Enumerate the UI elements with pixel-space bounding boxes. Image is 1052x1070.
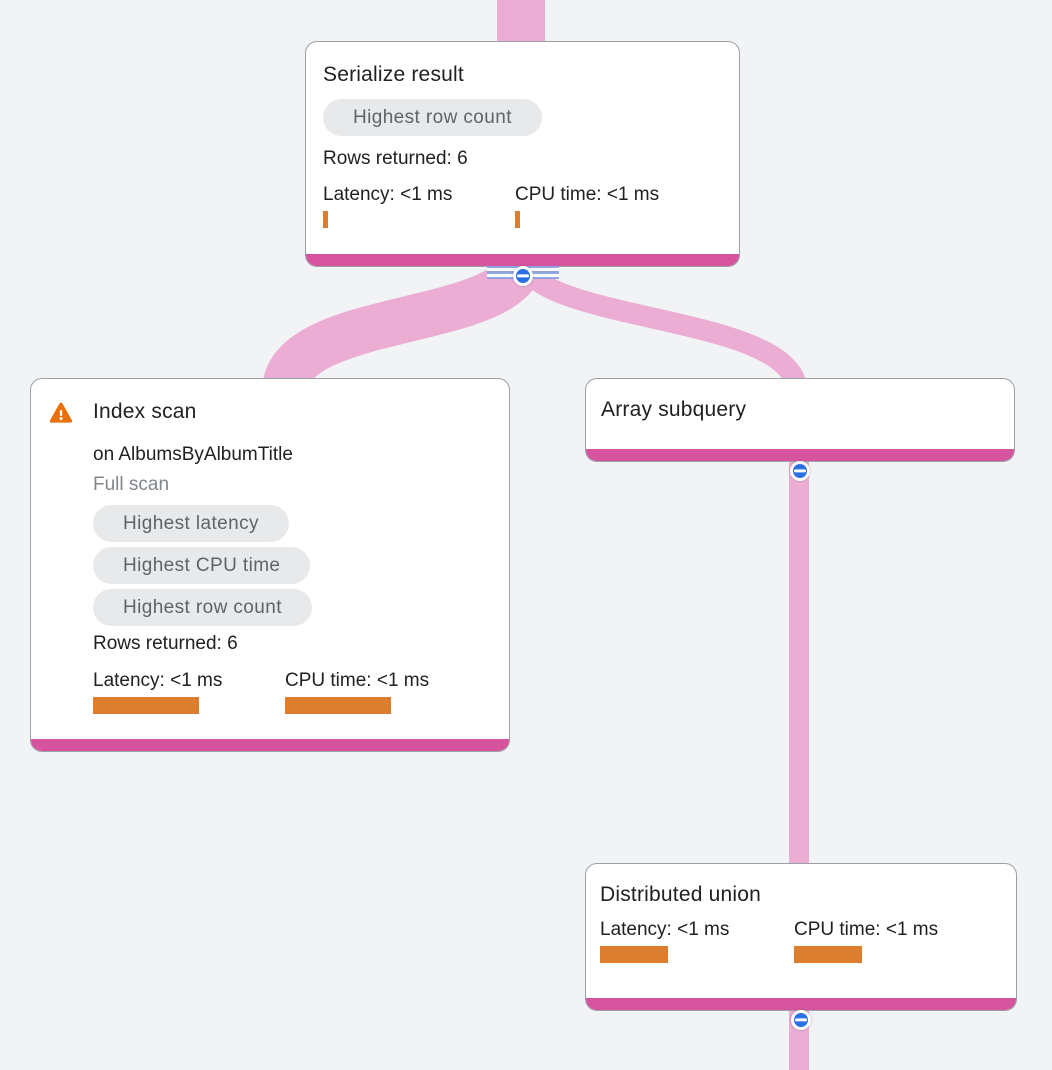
node-title: Serialize result bbox=[323, 63, 464, 86]
latency-bar bbox=[600, 946, 668, 963]
cpu-time-label: CPU time: <1 ms bbox=[285, 670, 430, 691]
collapse-button[interactable] bbox=[512, 266, 533, 286]
badge-highest-cpu-time: Highest CPU time bbox=[93, 547, 311, 584]
cpu-time-bar bbox=[515, 211, 520, 228]
node-array-subquery[interactable]: Array subquery bbox=[585, 378, 1015, 481]
node-subtitle: on AlbumsByAlbumTitle bbox=[93, 444, 293, 465]
latency-label: Latency: <1 ms bbox=[600, 919, 730, 940]
warning-icon bbox=[48, 400, 74, 431]
node-title: Distributed union bbox=[600, 883, 761, 906]
cpu-time-label: CPU time: <1 ms bbox=[515, 184, 660, 205]
node-title: Index scan bbox=[93, 400, 197, 423]
badge-highest-row-count: Highest row count bbox=[93, 589, 312, 626]
minus-icon bbox=[516, 274, 529, 278]
edge-serialize-to-array-subquery bbox=[511, 254, 808, 394]
scan-type-label: Full scan bbox=[93, 474, 170, 495]
collapse-button[interactable] bbox=[791, 1010, 811, 1030]
latency-bar bbox=[93, 697, 199, 714]
node-distributed-union[interactable]: Distributed union Latency: <1 ms CPU tim… bbox=[585, 863, 1017, 1030]
cpu-time-label: CPU time: <1 ms bbox=[794, 919, 939, 940]
node-serialize-result[interactable]: Serialize result Highest row count Rows … bbox=[305, 41, 740, 286]
node-accent-bar bbox=[586, 449, 1014, 461]
cpu-time-bar bbox=[794, 946, 862, 963]
latency-label: Latency: <1 ms bbox=[323, 184, 453, 205]
badge-highest-row-count: Highest row count bbox=[323, 99, 542, 136]
node-accent-bar bbox=[306, 254, 739, 266]
cpu-time-bar bbox=[285, 697, 391, 714]
latency-label: Latency: <1 ms bbox=[93, 670, 223, 691]
edge-serialize-to-index-scan bbox=[262, 251, 545, 396]
rows-returned: Rows returned: 6 bbox=[323, 148, 468, 169]
node-accent-bar bbox=[31, 739, 509, 751]
rows-returned: Rows returned: 6 bbox=[93, 633, 238, 654]
badge-highest-latency: Highest latency bbox=[93, 505, 289, 542]
minus-icon bbox=[794, 469, 806, 473]
latency-bar bbox=[323, 211, 328, 228]
node-accent-bar bbox=[586, 998, 1016, 1010]
minus-icon bbox=[795, 1018, 807, 1022]
collapse-button[interactable] bbox=[790, 461, 810, 481]
node-title: Array subquery bbox=[601, 398, 747, 421]
node-index-scan[interactable]: Index scan on AlbumsByAlbumTitle Full sc… bbox=[30, 378, 510, 752]
